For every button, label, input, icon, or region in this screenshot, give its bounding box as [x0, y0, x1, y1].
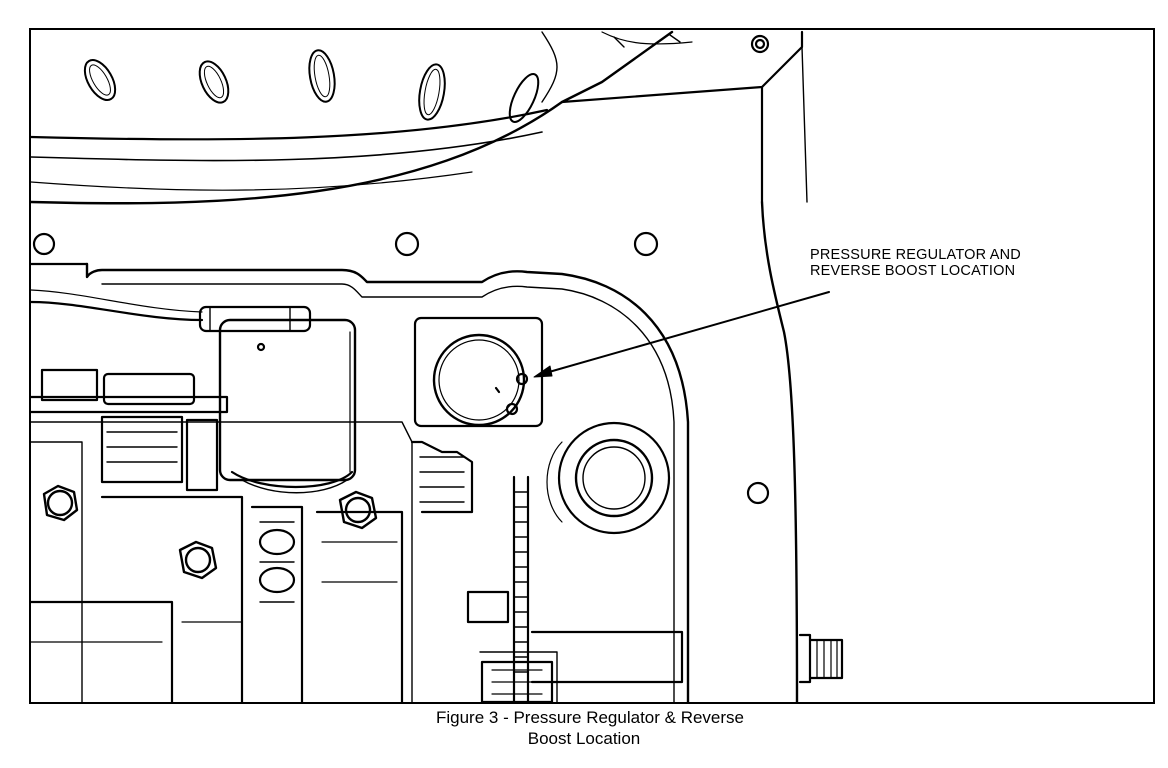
caption-line-1: Figure 3 - Pressure Regulator & Reverse: [435, 708, 745, 727]
gear-rack: [466, 475, 684, 702]
valve-body: [31, 262, 690, 702]
valve-body-boss: [546, 421, 671, 535]
callout-label: PRESSURE REGULATOR AND REVERSE BOOST LOC…: [810, 247, 1021, 279]
solenoid: [198, 305, 357, 494]
callout-line-1: PRESSURE REGULATOR AND: [810, 247, 1021, 263]
transmission-case: [31, 200, 844, 702]
pump-vent-slots: [83, 49, 540, 123]
pump-housing: [31, 30, 808, 205]
callout-line-2: REVERSE BOOST LOCATION: [810, 263, 1016, 279]
caption-line-2: Boost Location: [527, 729, 641, 748]
pressure-regulator-bore: [413, 316, 544, 428]
figure-caption: Figure 3 - Pressure Regulator & Reverse …: [0, 707, 1168, 749]
transmission-valve-body-drawing: [31, 30, 844, 702]
callout-leader-arrow: [533, 291, 830, 378]
hex-bolts: [42, 484, 378, 580]
figure-frame: [29, 28, 1155, 704]
valve-spools: [31, 368, 474, 702]
